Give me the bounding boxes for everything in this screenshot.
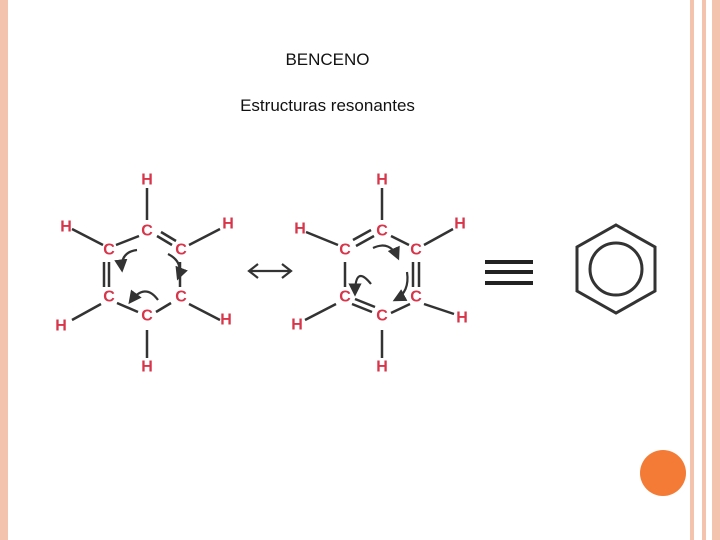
carbon-atom: C	[376, 308, 388, 325]
decorative-orange-dot	[640, 450, 686, 496]
benzene-ring-icon	[575, 223, 657, 315]
kekule-structure-2: C C C C C C H H H H H H	[291, 172, 468, 376]
carbon-atom: C	[410, 289, 422, 306]
resonance-arrow-icon	[247, 263, 293, 279]
carbon-atom: C	[339, 242, 351, 259]
hydrogen-atom: H	[376, 359, 388, 376]
slide-title: BENCENO	[285, 50, 370, 69]
hydrogen-atom: H	[220, 312, 232, 329]
hydrogen-atom: H	[141, 359, 153, 376]
carbon-atom: C	[103, 289, 115, 306]
slide-subtitle: Estructuras resonantes	[240, 96, 415, 115]
right-frame-stripe	[712, 0, 720, 540]
hydrogen-atom: H	[55, 318, 67, 335]
carbon-atom: C	[339, 289, 351, 306]
carbon-atom: C	[103, 242, 115, 259]
carbon-atom: C	[141, 223, 153, 240]
hydrogen-atom: H	[222, 216, 234, 233]
hydrogen-atom: H	[456, 310, 468, 327]
carbon-atom: C	[141, 308, 153, 325]
carbon-atom: C	[175, 289, 187, 306]
carbon-atom: C	[410, 242, 422, 259]
hydrogen-atom: H	[294, 221, 306, 238]
right-frame-stripe	[690, 0, 694, 540]
carbon-atom: C	[376, 223, 388, 240]
left-frame-border	[0, 0, 8, 540]
equivalence-icon	[485, 260, 533, 285]
hydrogen-atom: H	[141, 172, 153, 189]
carbon-atom: C	[175, 242, 187, 259]
right-frame-stripe	[702, 0, 706, 540]
kekule-structure-1: C C C C C C H H H H H H	[55, 172, 234, 376]
hydrogen-atom: H	[454, 216, 466, 233]
hydrogen-atom: H	[60, 219, 72, 236]
hydrogen-atom: H	[376, 172, 388, 189]
hydrogen-atom: H	[291, 317, 303, 334]
